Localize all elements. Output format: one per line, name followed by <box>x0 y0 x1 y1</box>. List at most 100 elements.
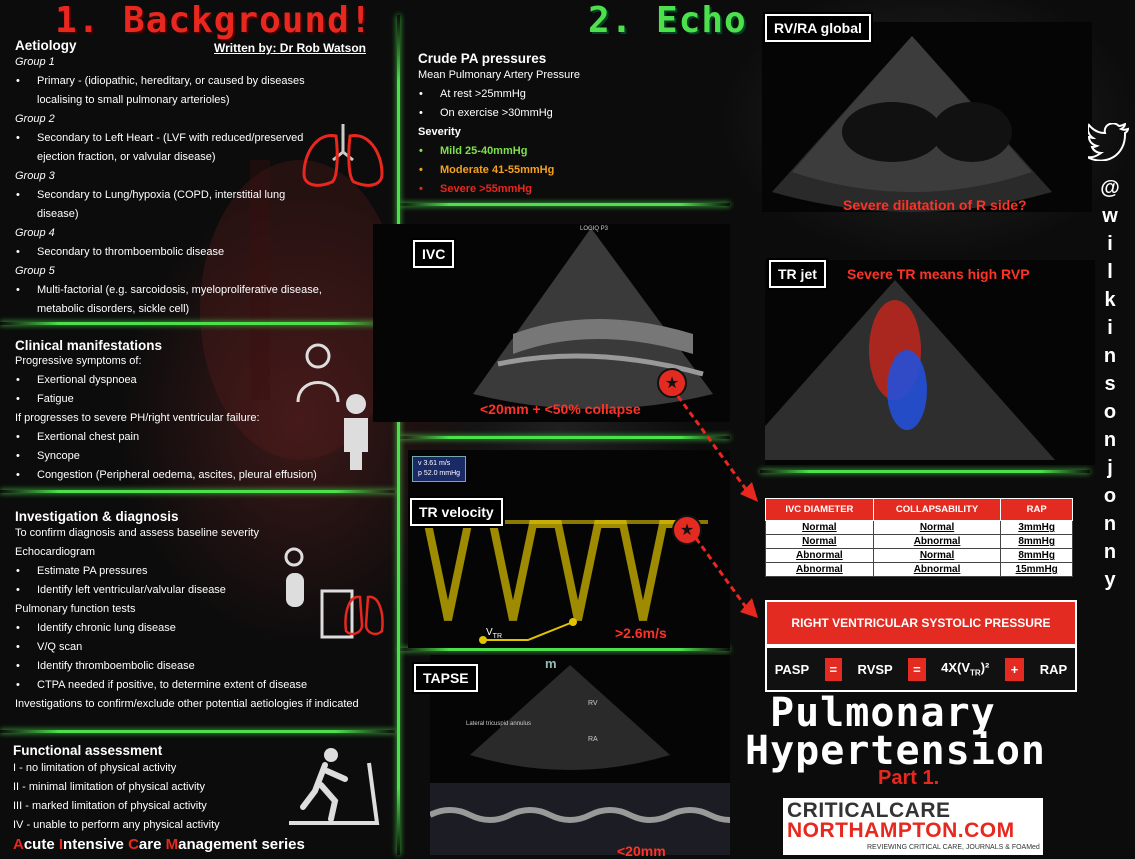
group-label: Group 2 <box>15 113 55 125</box>
readout-pressure: p 52.0 mmHg <box>418 470 461 477</box>
nyha-class: IV - unable to perform any physical acti… <box>13 819 220 831</box>
aetiology-groups: Group 1 Primary - (idiopathic, hereditar… <box>15 53 390 319</box>
clinical-intro: Progressive symptoms of: <box>15 355 142 367</box>
list-item: Identify thromboembolic disease <box>15 657 390 676</box>
list-item: Secondary to Left Heart - (LVF with redu… <box>15 129 390 167</box>
echo-image <box>772 36 1052 212</box>
list-item: V/Q scan <box>15 638 390 657</box>
ivc-brand: LOGIQ P3 <box>580 226 609 232</box>
annulus-label: Lateral tricuspid annulus <box>466 721 532 727</box>
list-item: Estimate PA pressures <box>15 562 390 581</box>
arrows <box>670 387 758 618</box>
aetiology-heading: Aetiology <box>15 38 77 53</box>
list-item: Primary - (idiopathic, hereditary, or ca… <box>15 72 390 110</box>
list-item: Congestion (Peripheral oedema, ascites, … <box>15 466 390 485</box>
crude-section: Mean Pulmonary Artery Pressure At rest >… <box>418 66 738 199</box>
list-item: Fatigue <box>15 390 390 409</box>
logo-line-3: REVIEWING CRITICAL CARE, JOURNALS & FOAM… <box>867 844 1040 851</box>
star-icon: ★ <box>657 368 687 398</box>
rv-label: RV <box>588 700 598 707</box>
table-row: Normal Abnormal 8mmHg <box>765 534 1073 549</box>
ivc-caption: <20mm + <50% collapse <box>480 401 641 417</box>
investigation-intro: To confirm diagnosis and assess baseline… <box>15 527 259 539</box>
list-item: At rest >25mmHg <box>418 85 738 104</box>
investigation-section: To confirm diagnosis and assess baseline… <box>15 524 390 714</box>
plus-sign: + <box>1004 657 1025 681</box>
rvsp-term: RVSP <box>857 661 893 677</box>
nyha-class: III - marked limitation of physical acti… <box>13 800 207 812</box>
divider-7 <box>760 470 1090 473</box>
divider-6 <box>400 648 730 651</box>
pasp-term: PASP <box>774 661 810 677</box>
clinical-heading: Clinical manifestations <box>15 338 163 353</box>
divider-3 <box>0 730 395 733</box>
echo-image <box>430 665 730 855</box>
tapse-echo-panel <box>430 655 730 855</box>
rap-term: RAP <box>1039 661 1068 677</box>
table-row: Abnormal Normal 8mmHg <box>765 548 1073 563</box>
group-label: Group 4 <box>15 227 55 239</box>
rap-table: IVC DIAMETER COLLAPSABILITY RAP Normal N… <box>765 498 1073 577</box>
nyha-class: I - no limitation of physical activity <box>13 762 177 774</box>
list-item: Syncope <box>15 447 390 466</box>
nyha-class: II - minimal limitation of physical acti… <box>13 781 205 793</box>
formula-term: 4X(VTR)² <box>941 660 990 678</box>
echo-image <box>473 228 713 409</box>
echo-label: Echocardiogram <box>15 546 96 558</box>
group-label: Group 1 <box>15 56 55 68</box>
ra-label: RA <box>588 736 598 743</box>
divider-vertical <box>397 15 400 855</box>
logo-line-1: CRITICALCARE <box>787 799 951 822</box>
group-label: Group 5 <box>15 265 55 277</box>
divider-2 <box>0 490 395 493</box>
treadmill-icon <box>289 748 380 825</box>
list-item: Secondary to thromboembolic disease <box>15 243 390 262</box>
severity-label: Severity <box>418 126 461 138</box>
list-item: Exertional dyspnoea <box>15 371 390 390</box>
readout-velocity: v 3.61 m/s <box>418 460 451 467</box>
equals-sign: = <box>824 657 843 681</box>
functional-heading: Functional assessment <box>13 743 163 758</box>
trvel-label: TR velocity <box>408 496 505 528</box>
col-header: IVC DIAMETER <box>765 498 874 521</box>
author-credit: Written by: Dr Rob Watson <box>214 41 366 55</box>
list-item: Secondary to Lung/hypoxia (COPD, interst… <box>15 186 390 224</box>
tapse-caption: <20mm <box>617 843 666 859</box>
trvel-caption: >2.6m/s <box>615 625 667 641</box>
mean-pap-label: Mean Pulmonary Artery Pressure <box>418 69 581 81</box>
echo-image <box>765 280 1055 460</box>
col-header: RAP <box>1000 498 1073 521</box>
crude-heading: Crude PA pressures <box>418 51 547 66</box>
severe-intro: If progresses to severe PH/right ventric… <box>15 412 260 424</box>
rvra-echo-panel <box>762 22 1092 212</box>
main-title-1: Pulmonary <box>770 690 996 736</box>
equals-sign: = <box>908 657 926 681</box>
list-item: CTPA needed if positive, to determine ex… <box>15 676 390 695</box>
ivc-label: IVC <box>410 238 457 270</box>
investigation-heading: Investigation & diagnosis <box>15 509 179 524</box>
medical-device-icon <box>284 547 384 639</box>
list-item: Identify left ventricular/valvular disea… <box>15 581 390 600</box>
main-title-2: Hypertension <box>745 728 1046 774</box>
logo-line-2: NORTHAMPTON.COM <box>787 819 1015 842</box>
trjet-caption: Severe TR means high RVP <box>847 266 1030 282</box>
clinical-section: Progressive symptoms of: Exertional dysp… <box>15 352 390 485</box>
doppler-readout: v 3.61 m/s p 52.0 mmHg <box>412 456 467 482</box>
severity-mild: Mild 25-40mmHg <box>418 142 738 161</box>
tapse-m-label: m <box>545 656 557 671</box>
functional-section: I - no limitation of physical activity I… <box>13 759 313 835</box>
pft-label: Pulmonary function tests <box>15 603 136 615</box>
site-logo[interactable]: CRITICALCARE NORTHAMPTON.COM REVIEWING C… <box>783 798 1043 855</box>
divider-1 <box>0 322 395 325</box>
rvsp-equation: PASP = RVSP = 4X(VTR)² + RAP <box>765 646 1077 692</box>
investigation-outro: Investigations to confirm/exclude other … <box>15 698 359 710</box>
severity-moderate: Moderate 41-55mmHg <box>418 161 738 180</box>
series-label: Acute Intensive Care Management series <box>13 836 305 853</box>
echo-title: 2. Echo <box>588 0 747 41</box>
rvra-label: RV/RA global <box>763 12 873 44</box>
list-item: Identify chronic lung disease <box>15 619 390 638</box>
list-item: On exercise >30mmHg <box>418 104 738 123</box>
twitter-icon[interactable] <box>1088 123 1130 161</box>
severity-severe: Severe >55mmHg <box>418 180 738 199</box>
